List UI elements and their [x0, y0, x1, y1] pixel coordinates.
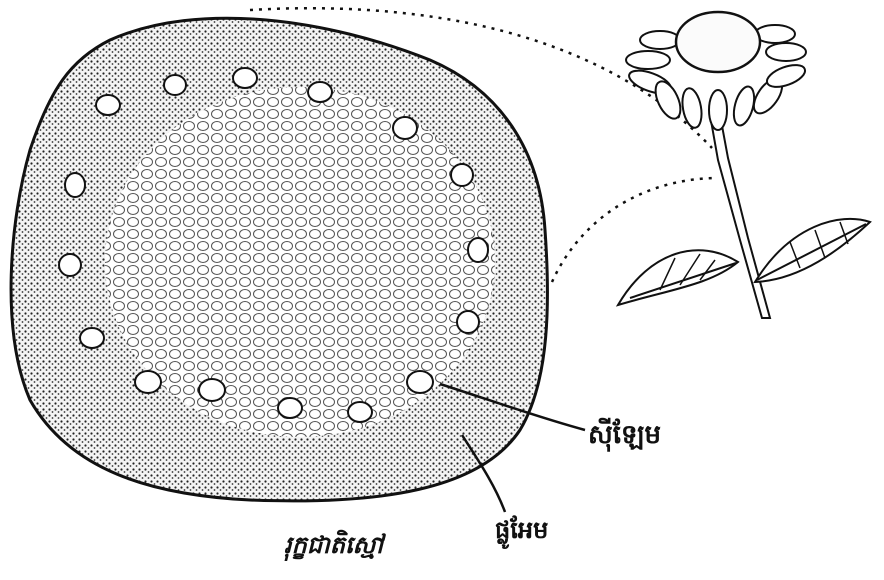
pith-region — [105, 87, 495, 437]
stem-cross-section — [11, 18, 547, 501]
xylem-label: ស៊ីឡែម — [588, 418, 661, 456]
right-leaf — [755, 219, 870, 282]
left-leaf — [618, 250, 738, 305]
flower-disc — [676, 12, 760, 72]
stem — [710, 115, 770, 318]
diagram-caption: រុក្ខជាតិស្មៅ — [284, 530, 383, 565]
flower-plant — [618, 12, 870, 318]
phloem-label: ផ្លូអែម — [495, 515, 548, 550]
